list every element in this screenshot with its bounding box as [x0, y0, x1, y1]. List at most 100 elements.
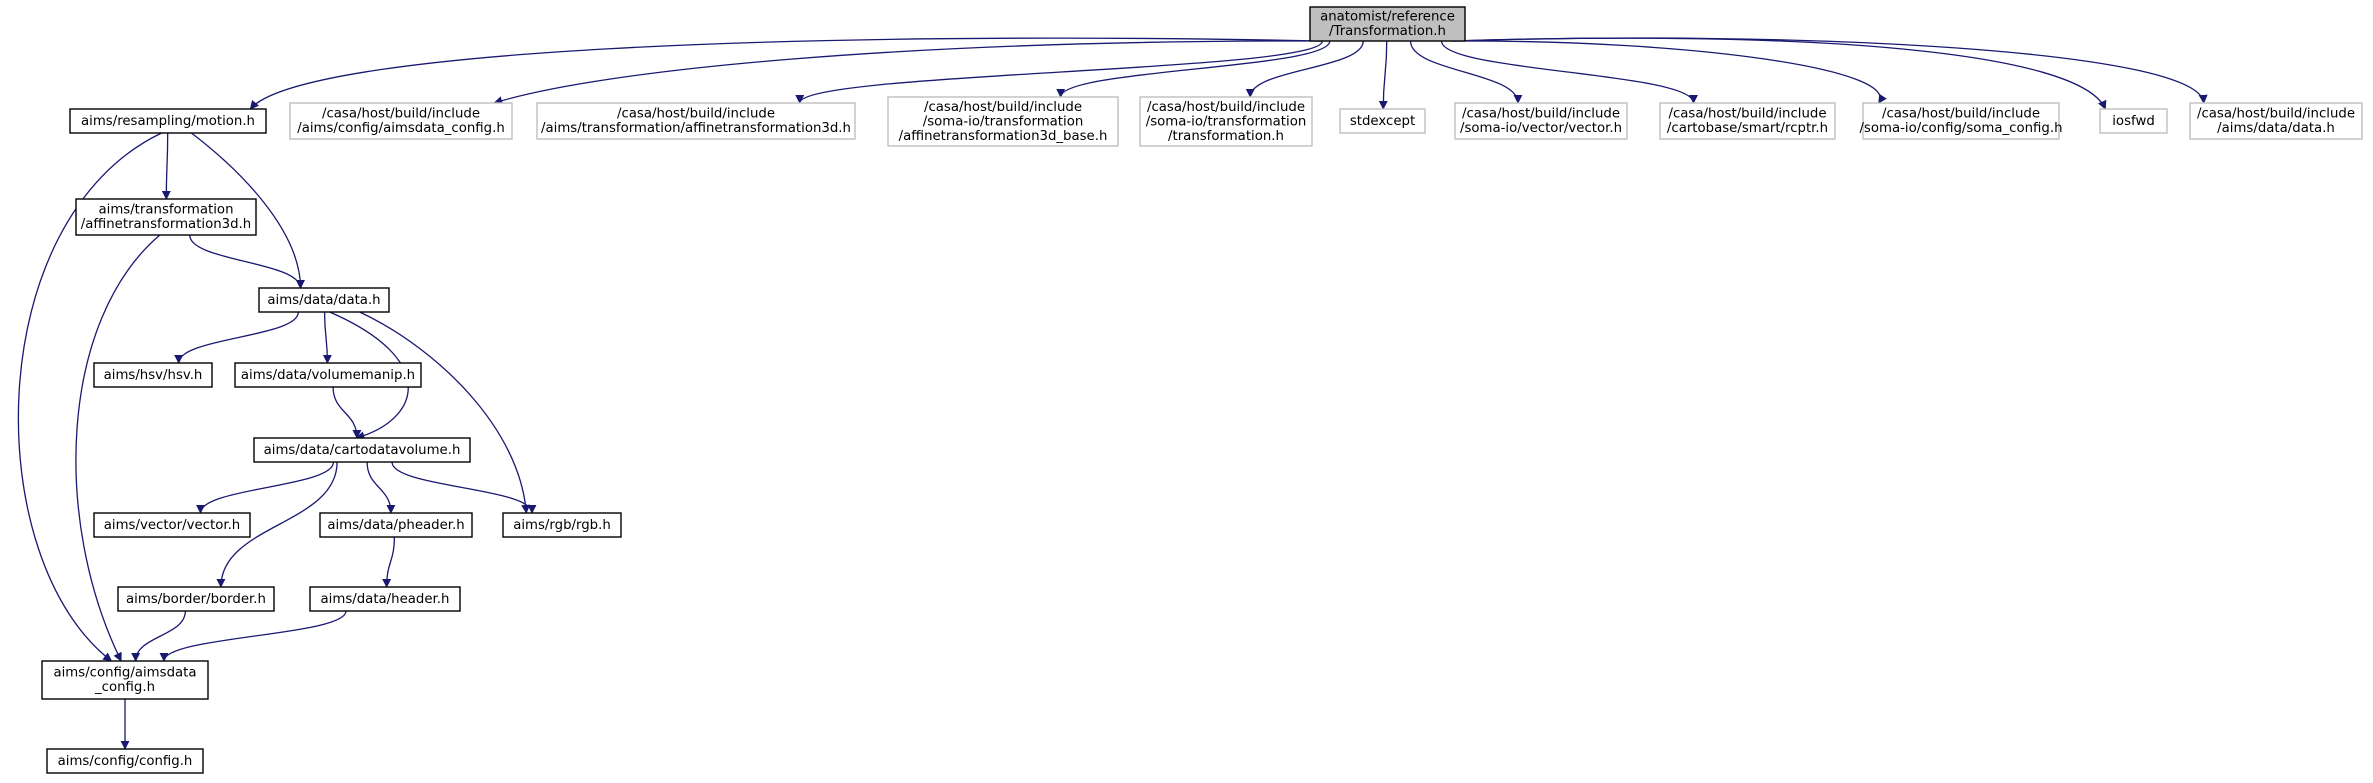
edge-data-to-volumemanip — [322, 311, 332, 364]
edge-motion-to-config_aimsdata — [17, 132, 162, 662]
node-label-volumemanip-line-0: aims/data/volumemanip.h — [241, 368, 415, 383]
node-hsv[interactable]: aims/hsv/hsv.h — [93, 362, 213, 388]
node-label-ext_rcptr-line-0: /casa/host/build/include — [1668, 107, 1826, 122]
node-label-ext_rcptr-line-1: /cartobase/smart/rcptr.h — [1667, 121, 1828, 136]
node-motion[interactable]: aims/resampling/motion.h — [69, 108, 267, 134]
edge-border-to-config_aimsdata — [131, 610, 186, 662]
node-label-root-line-1: /Transformation.h — [1329, 24, 1446, 39]
node-box-stdexcept — [1339, 108, 1426, 134]
node-box-ext_rcptr — [1659, 102, 1836, 140]
node-box-ext_affinetransformation3d — [536, 102, 856, 140]
edge-data-to-rgb — [359, 311, 531, 514]
edge-root-to-ext_aimsdata_config — [493, 40, 1323, 105]
node-label-ext_vector-line-0: /casa/host/build/include — [1462, 107, 1620, 122]
node-config_aimsdata[interactable]: aims/config/aimsdata_config.h — [41, 660, 209, 700]
node-box-affine — [75, 198, 257, 236]
edge-cartodatavolume-to-border — [216, 461, 338, 588]
node-ext_aimsdata_config: /casa/host/build/include/aims/config/aim… — [289, 102, 513, 140]
node-label-ext_affinetransformation3d_base-line-0: /casa/host/build/include — [924, 100, 1082, 115]
edge-motion-to-affine — [161, 132, 171, 200]
node-box-header — [309, 586, 461, 612]
edge-affine-to-data — [189, 234, 305, 289]
node-label-pheader-line-0: aims/data/pheader.h — [327, 518, 464, 533]
node-label-stdexcept-line-0: stdexcept — [1350, 114, 1415, 129]
edge-root-to-ext_affinetransformation3d — [795, 40, 1324, 104]
node-box-config — [46, 748, 204, 774]
node-label-iosfwd-line-0: iosfwd — [2112, 114, 2155, 129]
node-label-ext_data-line-0: /casa/host/build/include — [2197, 107, 2355, 122]
node-box-motion — [69, 108, 267, 134]
edge-pheader-to-header — [382, 536, 395, 588]
node-header[interactable]: aims/data/header.h — [309, 586, 461, 612]
edge-cartodatavolume-to-pheader — [366, 461, 396, 514]
node-label-header-line-0: aims/data/header.h — [321, 592, 450, 607]
node-box-rgb — [502, 512, 622, 538]
node-label-ext_affinetransformation3d_base-line-1: /soma-io/transformation — [923, 114, 1084, 129]
node-label-ext_soma_config-line-0: /casa/host/build/include — [1882, 107, 2040, 122]
node-ext_transformation: /casa/host/build/include/soma-io/transfo… — [1139, 96, 1313, 147]
node-config[interactable]: aims/config/config.h — [46, 748, 204, 774]
node-label-ext_transformation-line-1: /soma-io/transformation — [1146, 114, 1307, 129]
node-ext_affinetransformation3d: /casa/host/build/include/aims/transforma… — [536, 102, 856, 140]
node-label-cartodatavolume-line-0: aims/data/cartodatavolume.h — [264, 443, 461, 458]
edge-cartodatavolume-to-vector — [196, 461, 335, 514]
edge-affine-to-config_aimsdata — [75, 234, 161, 662]
node-cartodatavolume[interactable]: aims/data/cartodatavolume.h — [253, 437, 471, 463]
node-label-border-line-0: aims/border/border.h — [126, 592, 266, 607]
node-label-ext_transformation-line-2: /transformation.h — [1168, 129, 1284, 144]
node-root[interactable]: anatomist/reference/Transformation.h — [1309, 6, 1466, 42]
node-box-config_aimsdata — [41, 660, 209, 700]
node-iosfwd: iosfwd — [2099, 108, 2168, 134]
node-label-rgb-line-0: aims/rgb/rgb.h — [513, 518, 611, 533]
node-box-pheader — [319, 512, 473, 538]
edge-root-to-ext_affinetransformation3d_base — [1056, 40, 1331, 98]
node-box-ext_transformation — [1139, 96, 1313, 147]
node-label-ext_affinetransformation3d_base-line-2: /affinetransformation3d_base.h — [899, 129, 1108, 144]
node-label-ext_aimsdata_config-line-1: /aims/config/aimsdata_config.h — [297, 121, 505, 136]
node-label-affine-line-1: /affinetransformation3d.h — [81, 217, 251, 232]
edge-root-to-ext_soma_config — [1452, 40, 1887, 104]
node-border[interactable]: aims/border/border.h — [117, 586, 275, 612]
node-label-vector-line-0: aims/vector/vector.h — [104, 518, 240, 533]
node-box-root — [1309, 6, 1466, 42]
node-rgb[interactable]: aims/rgb/rgb.h — [502, 512, 622, 538]
node-box-border — [117, 586, 275, 612]
node-ext_data: /casa/host/build/include/aims/data/data.… — [2189, 102, 2363, 140]
node-label-ext_transformation-line-0: /casa/host/build/include — [1147, 100, 1305, 115]
edge-root-to-ext_rcptr — [1440, 40, 1698, 104]
node-label-hsv-line-0: aims/hsv/hsv.h — [104, 368, 203, 383]
node-data[interactable]: aims/data/data.h — [258, 287, 390, 313]
node-box-ext_aimsdata_config — [289, 102, 513, 140]
node-label-data-line-0: aims/data/data.h — [267, 293, 380, 308]
node-stdexcept: stdexcept — [1339, 108, 1426, 134]
node-ext_rcptr: /casa/host/build/include/cartobase/smart… — [1659, 102, 1836, 140]
edge-root-to-ext_vector — [1409, 40, 1523, 104]
node-label-ext_vector-line-1: /soma-io/vector/vector.h — [1460, 121, 1622, 136]
node-affine[interactable]: aims/transformation/affinetransformation… — [75, 198, 257, 236]
node-pheader[interactable]: aims/data/pheader.h — [319, 512, 473, 538]
node-label-root-line-0: anatomist/reference — [1320, 10, 1455, 25]
node-box-iosfwd — [2099, 108, 2168, 134]
node-label-ext_affinetransformation3d-line-0: /casa/host/build/include — [617, 107, 775, 122]
node-box-vector — [93, 512, 251, 538]
node-box-ext_soma_config — [1862, 102, 2060, 140]
edge-root-to-iosfwd — [1452, 37, 2107, 110]
node-box-volumemanip — [234, 362, 422, 388]
node-volumemanip[interactable]: aims/data/volumemanip.h — [234, 362, 422, 388]
node-label-config-line-0: aims/config/config.h — [58, 754, 193, 769]
edge-cartodatavolume-to-rgb — [391, 461, 537, 514]
edge-header-to-config_aimsdata — [159, 610, 347, 662]
node-ext_affinetransformation3d_base: /casa/host/build/include/soma-io/transfo… — [887, 96, 1119, 147]
edge-root-to-ext_data — [1452, 37, 2208, 104]
edge-data-to-hsv — [174, 311, 299, 364]
edge-root-to-motion — [249, 37, 1323, 110]
edge-root-to-stdexcept — [1378, 40, 1388, 110]
node-vector[interactable]: aims/vector/vector.h — [93, 512, 251, 538]
node-box-hsv — [93, 362, 213, 388]
node-ext_soma_config: /casa/host/build/include/soma-io/config/… — [1859, 102, 2063, 140]
node-box-ext_vector — [1454, 102, 1628, 140]
node-box-data — [258, 287, 390, 313]
node-label-config_aimsdata-line-1: _config.h — [94, 680, 155, 695]
node-label-ext_affinetransformation3d-line-1: /aims/transformation/affinetransformatio… — [541, 121, 851, 136]
